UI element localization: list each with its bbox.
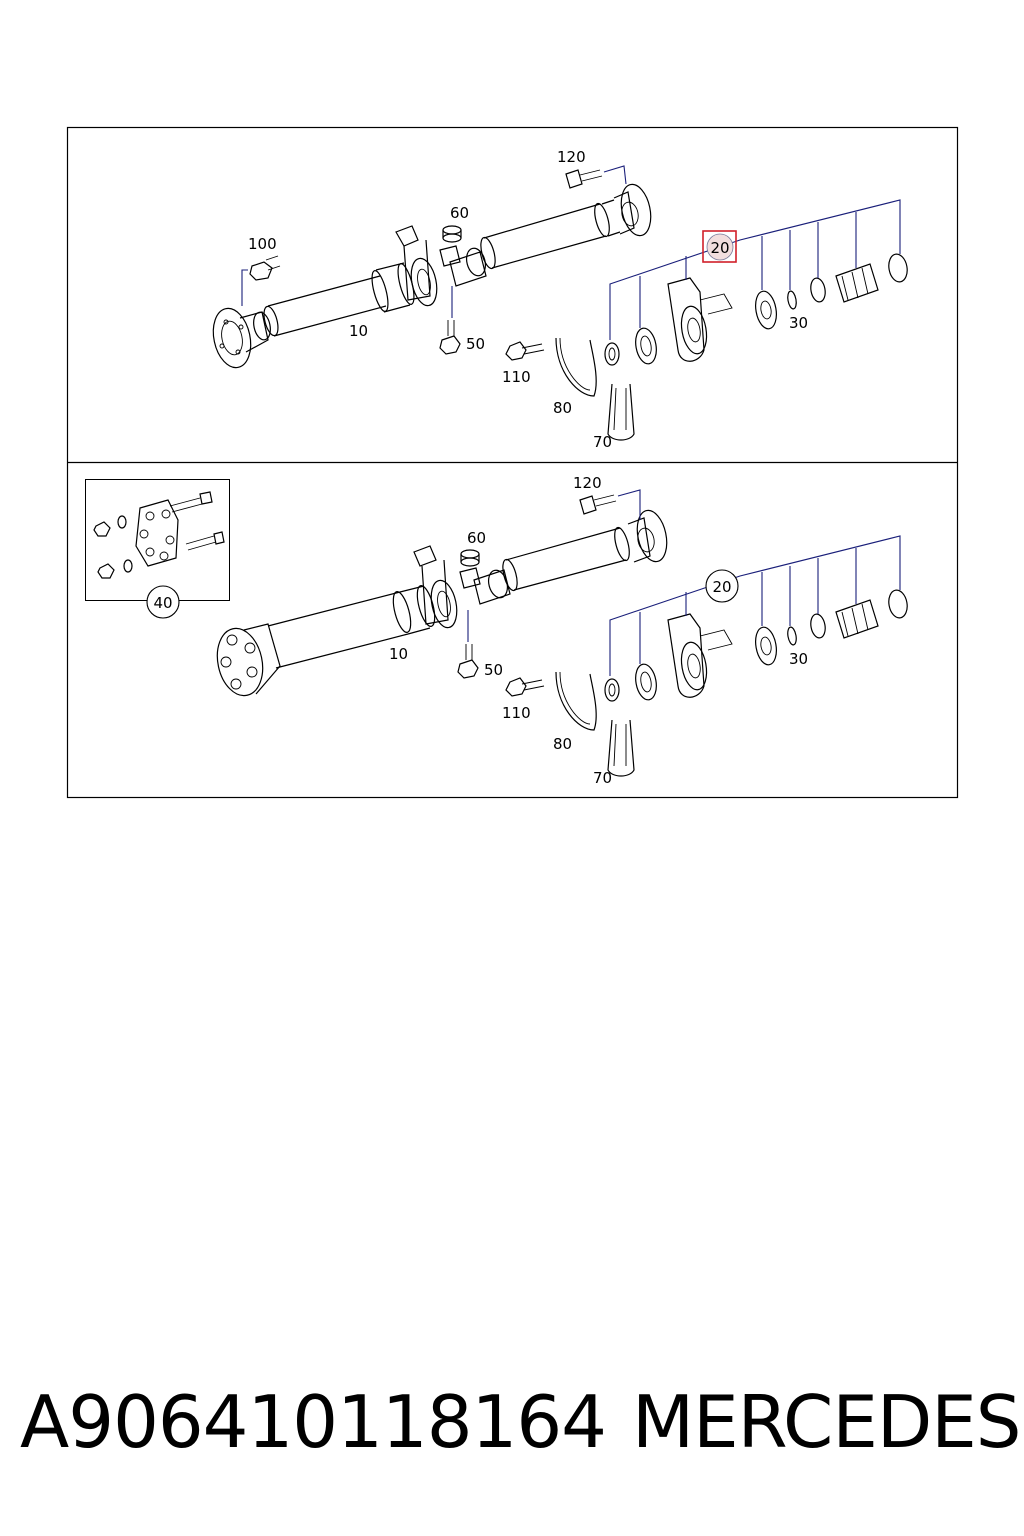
label-80: 80 <box>553 399 572 417</box>
rear-shaft-tube-b <box>502 526 630 592</box>
label-70: 70 <box>593 433 612 451</box>
label-120: 120 <box>557 148 586 166</box>
repair-kit-20-b <box>604 535 908 702</box>
bolt-110 <box>505 341 545 361</box>
repair-kit-20 <box>604 199 908 366</box>
label-30: 30 <box>789 314 808 332</box>
bolt-120 <box>565 165 627 189</box>
flex-disc-inset: 40 <box>85 479 230 619</box>
brand-name: MERCEDES <box>632 1380 1021 1464</box>
callout-20-label-b: 20 <box>712 578 731 596</box>
nut-100 <box>241 255 281 306</box>
label-80-b: 80 <box>553 735 572 753</box>
label-60: 60 <box>450 204 469 222</box>
rear-flange <box>613 183 652 237</box>
bolt-110-b <box>505 677 545 697</box>
label-110: 110 <box>502 368 531 386</box>
rear-shaft-tube <box>480 199 621 270</box>
label-10: 10 <box>349 322 368 340</box>
label-110-b: 110 <box>502 704 531 722</box>
spacer-60 <box>442 225 462 243</box>
label-50: 50 <box>466 335 485 353</box>
part-number: A906410118164 <box>20 1380 607 1464</box>
front-flex-disc <box>216 623 281 697</box>
label-60-b: 60 <box>467 529 486 547</box>
label-40: 40 <box>153 594 172 612</box>
label-10-b: 10 <box>389 645 408 663</box>
center-bearing-assembly <box>395 225 487 307</box>
front-shaft-tube-b <box>267 585 436 669</box>
rear-flange-b <box>627 509 668 563</box>
front-flange <box>212 307 271 369</box>
label-70-b: 70 <box>593 769 612 787</box>
bottom-panel: 40 <box>85 474 908 787</box>
callout-20[interactable]: 20 <box>705 569 739 603</box>
label-120-b: 120 <box>573 474 602 492</box>
callout-20-label: 20 <box>710 239 729 257</box>
clamp-80-b <box>555 671 597 731</box>
clamp-80 <box>555 337 597 397</box>
strap-70-b <box>607 719 635 777</box>
bolt-120-b <box>579 489 641 520</box>
label-50-b: 50 <box>484 661 503 679</box>
bolt-50 <box>439 286 461 355</box>
caption: A906410118164 MERCEDES <box>0 1372 1024 1472</box>
label-30-b: 30 <box>789 650 808 668</box>
callout-20-highlighted[interactable]: 20 <box>702 230 737 263</box>
bolt-50-b <box>457 610 479 679</box>
front-shaft-tube <box>263 262 415 337</box>
spacer-60-b <box>460 549 480 567</box>
label-100: 100 <box>248 235 277 253</box>
top-panel: 20 120 60 100 10 50 110 80 70 30 <box>212 148 908 451</box>
center-bearing-assembly-b <box>413 545 511 629</box>
strap-70 <box>607 383 635 441</box>
